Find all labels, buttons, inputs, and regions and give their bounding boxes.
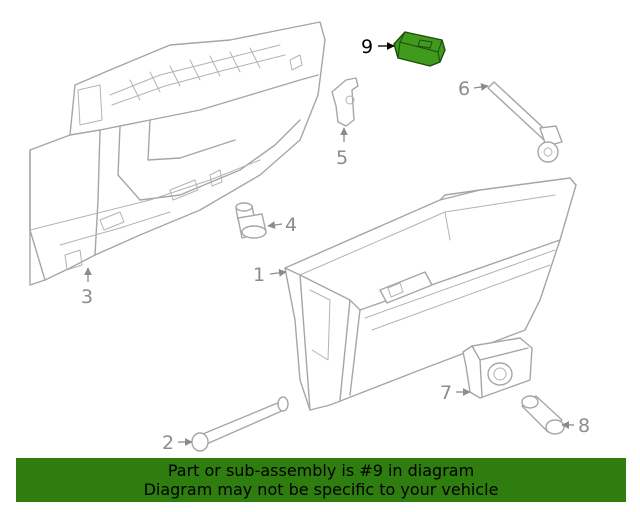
callout-leaders (84, 42, 574, 446)
part-8-bulb (521, 395, 565, 435)
callout-1: 1 (253, 264, 265, 286)
leader-1 (269, 269, 287, 277)
callout-numbers: 1 2 3 4 5 6 7 8 9 (81, 36, 590, 454)
info-banner: Part or sub-assembly is #9 in diagram Di… (16, 458, 626, 502)
callout-2: 2 (162, 432, 174, 454)
callout-8: 8 (578, 415, 590, 437)
leader-4 (267, 221, 283, 229)
part-6-check-rod (487, 81, 563, 163)
callout-9: 9 (361, 36, 373, 58)
part-2-damper-rod (191, 396, 289, 452)
part-9-body (393, 31, 446, 67)
part-7-latch (462, 337, 533, 399)
part-4-bumper-stop (235, 202, 267, 239)
callout-3: 3 (81, 286, 93, 308)
part-9-highlighted-module (393, 31, 446, 67)
callout-4: 4 (285, 214, 297, 236)
leader-6 (473, 83, 489, 91)
callout-7: 7 (440, 382, 452, 404)
callout-6: 6 (458, 78, 470, 100)
part-5-hinge-clip (331, 77, 359, 127)
banner-line-1: Part or sub-assembly is #9 in diagram (167, 461, 475, 480)
part-1-glove-box-door (284, 177, 577, 411)
part-3-glove-box-housing (29, 21, 326, 286)
callout-5: 5 (336, 147, 348, 169)
banner-line-2: Diagram may not be specific to your vehi… (143, 480, 499, 499)
